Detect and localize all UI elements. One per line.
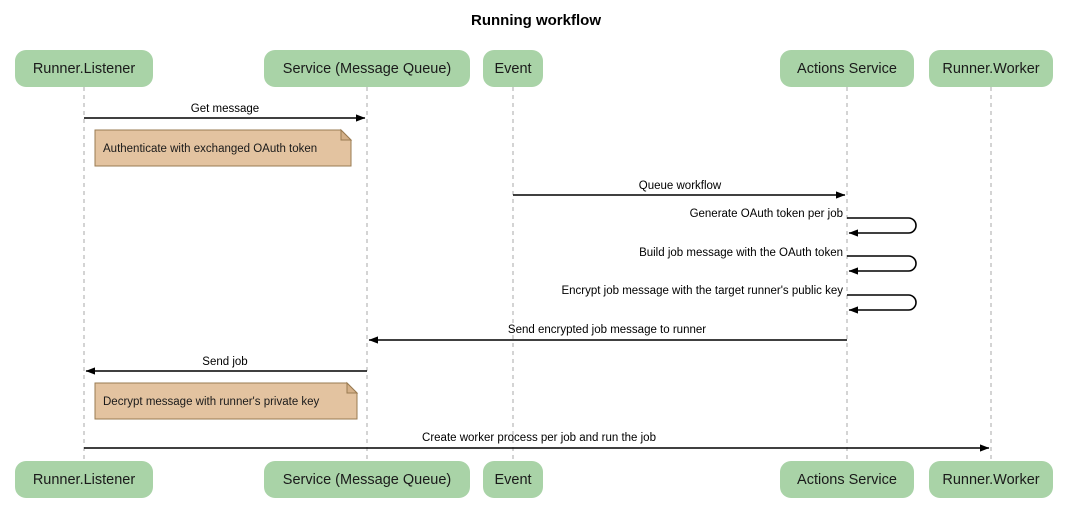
participant-label: Runner.Worker [942, 61, 1039, 77]
participant-label: Runner.Worker [942, 472, 1039, 488]
participant-box [483, 50, 543, 87]
participant-label: Actions Service [797, 61, 897, 77]
participant-service-message-queue-top[interactable]: Service (Message Queue) [264, 50, 470, 87]
message-encrypt-job-message-with-the-target-runners-public-key[interactable]: Encrypt job message with the target runn… [561, 285, 917, 314]
participant-label: Service (Message Queue) [283, 472, 451, 488]
participant-box [929, 50, 1053, 87]
message-send-job[interactable]: Send job [85, 356, 367, 375]
participant-box [780, 461, 914, 498]
participant-event-bottom[interactable]: Event [483, 461, 543, 498]
message-get-message[interactable]: Get message [84, 103, 366, 122]
participant-label: Event [494, 61, 531, 77]
participant-event-top[interactable]: Event [483, 50, 543, 87]
participant-box [264, 50, 470, 87]
participant-box [483, 461, 543, 498]
note-decrypt-message-with-runners-private-key: Decrypt message with runner's private ke… [94, 381, 359, 420]
note-fold-corner-icon [346, 381, 359, 394]
message-queue-workflow[interactable]: Queue workflow [513, 180, 846, 199]
note-body [94, 129, 352, 167]
message-label: Build job message with the OAuth token [639, 247, 843, 259]
message-label: Get message [191, 103, 259, 115]
participant-runner-listener-top[interactable]: Runner.Listener [15, 50, 153, 87]
participant-box [15, 50, 153, 87]
message-label: Queue workflow [639, 180, 722, 192]
participant-box [780, 50, 914, 87]
participants-header-group: Runner.Listener Service (Message Queue) Ev… [15, 50, 1053, 87]
note-body [94, 382, 358, 420]
message-build-job-message-with-the-oauth-token[interactable]: Build job message with the OAuth token [639, 247, 917, 275]
participant-service-message-queue-bottom[interactable]: Service (Message Queue) [264, 461, 470, 498]
self-loop-arrow [847, 217, 917, 237]
message-label: Generate OAuth token per job [690, 208, 843, 220]
notes-group: Authenticate with exchanged OAuth tokenD… [94, 128, 359, 420]
participant-label: Runner.Listener [33, 61, 136, 77]
note-label: Decrypt message with runner's private ke… [103, 396, 320, 408]
participant-label: Runner.Listener [33, 472, 136, 488]
message-create-worker-process-per-job-and-run-the-job[interactable]: Create worker process per job and run th… [84, 432, 990, 452]
message-generate-oauth-token-per-job[interactable]: Generate OAuth token per job [690, 208, 917, 237]
participant-runner-worker-bottom[interactable]: Runner.Worker [929, 461, 1053, 498]
message-send-encrypted-job-message-to-runner[interactable]: Send encrypted job message to runner [368, 324, 847, 344]
participant-actions-service-bottom[interactable]: Actions Service [780, 461, 914, 498]
message-label: Create worker process per job and run th… [422, 432, 656, 444]
participant-label: Actions Service [797, 472, 897, 488]
participant-runner-listener-bottom[interactable]: Runner.Listener [15, 461, 153, 498]
message-label: Send job [202, 356, 247, 368]
participant-label: Service (Message Queue) [283, 61, 451, 77]
participant-box [15, 461, 153, 498]
note-label: Authenticate with exchanged OAuth token [103, 143, 317, 155]
self-loop-arrow [847, 255, 917, 275]
participant-runner-worker-top[interactable]: Runner.Worker [929, 50, 1053, 87]
participant-box [929, 461, 1053, 498]
participant-box [264, 461, 470, 498]
participants-footer-group: Runner.Listener Service (Message Queue) Ev… [15, 461, 1053, 498]
participant-actions-service-top[interactable]: Actions Service [780, 50, 914, 87]
lifelines-group [83, 87, 992, 461]
page-title: Running workflow [471, 12, 601, 29]
note-authenticate-with-exchanged-oauth-token: Authenticate with exchanged OAuth token [94, 128, 353, 167]
self-loop-arrow [847, 294, 917, 314]
note-fold-corner-icon [340, 128, 353, 141]
participant-label: Event [494, 472, 531, 488]
message-label: Send encrypted job message to runner [508, 324, 706, 336]
message-label: Encrypt job message with the target runn… [561, 285, 843, 297]
